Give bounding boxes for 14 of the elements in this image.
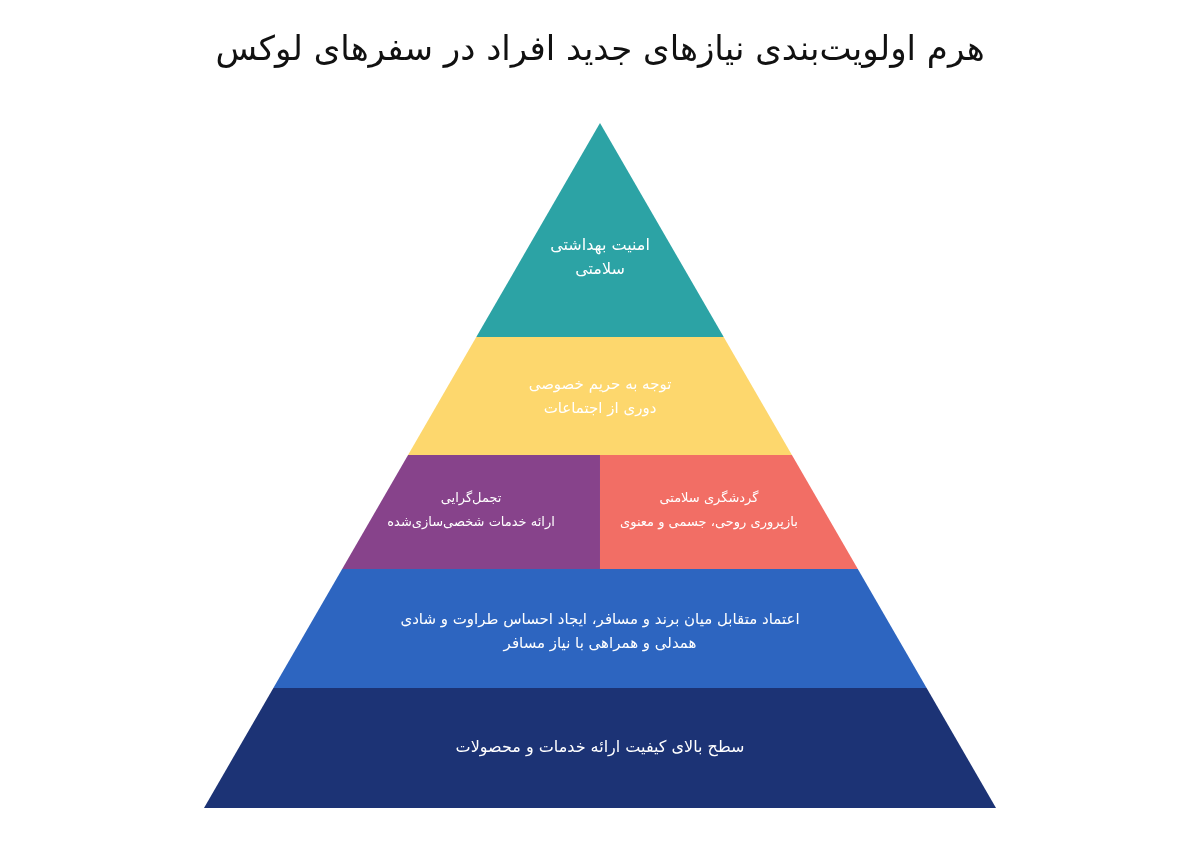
pyramid-band-segment — [600, 455, 858, 569]
segment-label: توجه به حریم خصوصی — [528, 374, 672, 395]
segment-description: دوری از اجتماعات — [543, 398, 657, 419]
segment-description: ارائه خدمات شخصی‌سازی‌شده — [387, 513, 555, 531]
segment-label: گردشگری سلامتی — [659, 489, 759, 507]
diagram-title: هرم اولویت‌بندی نیازهای جدید افراد در سفرهای لوکس — [214, 28, 986, 68]
segment-description: بازپروری روحی، جسمی و معنوی — [620, 513, 798, 532]
segment-description: سلامتی — [575, 258, 625, 280]
segment-label: اعتماد متقابل میان برند و مسافر، ایجاد احساس طراوت و شادی — [400, 609, 800, 630]
segment-label: سطح بالای کیفیت ارائه خدمات و محصولات — [455, 736, 745, 759]
segment-label: تجمل‌گرایی — [440, 489, 502, 508]
segment-description: همدلی و همراهی با نیاز مسافر — [503, 633, 697, 654]
segment-label: امنیت بهداشتی — [550, 234, 650, 257]
pyramid-band-segment — [342, 455, 600, 569]
